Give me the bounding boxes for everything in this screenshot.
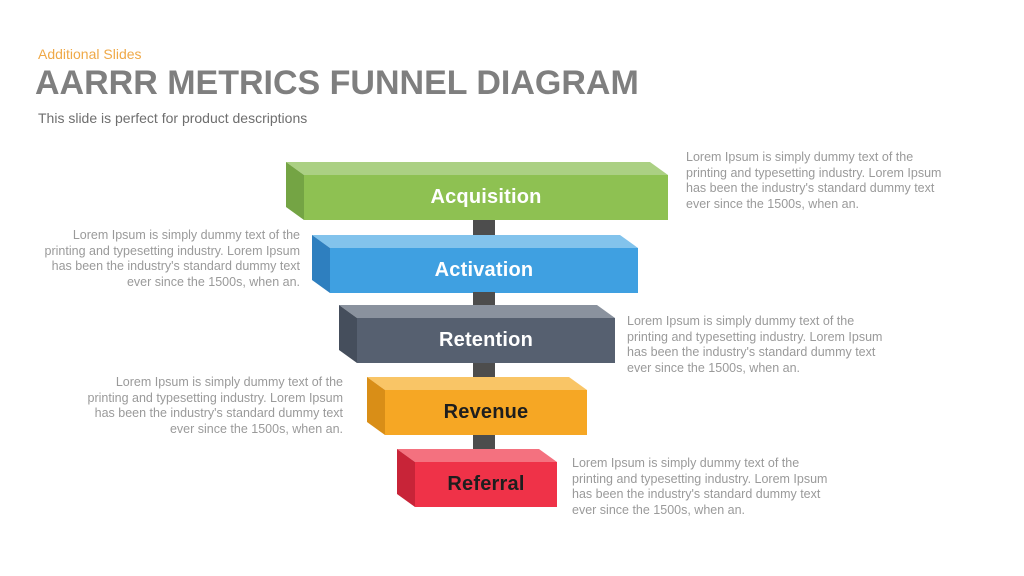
stage-label-acquisition: Acquisition (430, 186, 542, 208)
stage-label-referral: Referral (447, 473, 525, 495)
bar-top-face (312, 235, 638, 248)
annotation-retention: Lorem Ipsum is simply dummy text of the … (627, 314, 889, 377)
annotation-line: ever since the 1500s, when an. (169, 422, 343, 437)
bar-side-face (339, 305, 357, 363)
annotation-line: Lorem Ipsum is simply dummy text of the (686, 150, 914, 164)
annotation-line: has been the industry's standard dummy t… (627, 345, 876, 360)
annotation-line: has been the industry's standard dummy t… (94, 406, 343, 421)
bar-side-face (312, 235, 330, 293)
annotation-line: printing and typesetting industry. Lorem… (686, 165, 942, 180)
stage-label-revenue: Revenue (443, 401, 529, 423)
funnel-stage-activation: Activation (312, 235, 638, 293)
bar-front-face (330, 248, 638, 293)
funnel-stage-retention: Retention (339, 305, 615, 363)
bar-front-face (415, 462, 557, 507)
annotation-line: ever since the 1500s, when an. (126, 275, 300, 290)
page-title: AARRR METRICS FUNNEL DIAGRAM (35, 64, 639, 102)
annotation-line: ever since the 1500s, when an. (627, 361, 801, 376)
bar-top-face (397, 449, 557, 462)
annotation-line: printing and typesetting industry. Lorem… (44, 243, 300, 258)
stage-label-retention: Retention (438, 329, 534, 351)
bar-front-face (357, 318, 615, 363)
annotation-line: has been the industry's standard dummy t… (686, 181, 935, 196)
bar-side-face (367, 377, 385, 435)
referral-bar-3d-shape (397, 449, 557, 507)
annotation-line: printing and typesetting industry. Lorem… (572, 471, 828, 486)
annotation-activation: Lorem Ipsum is simply dummy text of the … (28, 228, 300, 291)
revenue-bar-3d-shape (367, 377, 587, 435)
annotation-line: printing and typesetting industry. Lorem… (87, 390, 343, 405)
annotation-acquisition: Lorem Ipsum is simply dummy text of the … (686, 150, 946, 213)
bar-top-face (339, 305, 615, 318)
bar-side-face (397, 449, 415, 507)
funnel-stage-referral: Referral (397, 449, 557, 507)
annotation-line: printing and typesetting industry. Lorem… (627, 329, 883, 344)
annotation-referral: Lorem Ipsum is simply dummy text of the … (572, 456, 834, 519)
eyebrow-label: Additional Slides (38, 46, 142, 62)
annotation-line: Lorem Ipsum is simply dummy text of the (72, 228, 300, 242)
bar-front-face (385, 390, 587, 435)
annotation-line: ever since the 1500s, when an. (572, 503, 746, 518)
annotation-line: Lorem Ipsum is simply dummy text of the (115, 375, 343, 389)
retention-bar-3d-shape (339, 305, 615, 363)
funnel-stage-acquisition: Acquisition (286, 162, 668, 220)
activation-bar-3d-shape (312, 235, 638, 293)
annotation-line: Lorem Ipsum is simply dummy text of the (627, 314, 855, 328)
annotation-line: Lorem Ipsum is simply dummy text of the (572, 456, 800, 470)
annotation-line: ever since the 1500s, when an. (686, 197, 860, 212)
bar-side-face (286, 162, 304, 220)
page-subtitle: This slide is perfect for product descri… (38, 110, 308, 126)
annotation-line: has been the industry's standard dummy t… (51, 259, 300, 274)
annotation-revenue: Lorem Ipsum is simply dummy text of the … (73, 375, 343, 438)
funnel-stage-revenue: Revenue (367, 377, 587, 435)
stage-label-activation: Activation (434, 259, 534, 281)
bar-top-face (286, 162, 668, 175)
annotation-line: has been the industry's standard dummy t… (572, 487, 821, 502)
bar-front-face (304, 175, 668, 220)
bar-top-face (367, 377, 587, 390)
acquisition-bar-3d-shape (286, 162, 668, 220)
